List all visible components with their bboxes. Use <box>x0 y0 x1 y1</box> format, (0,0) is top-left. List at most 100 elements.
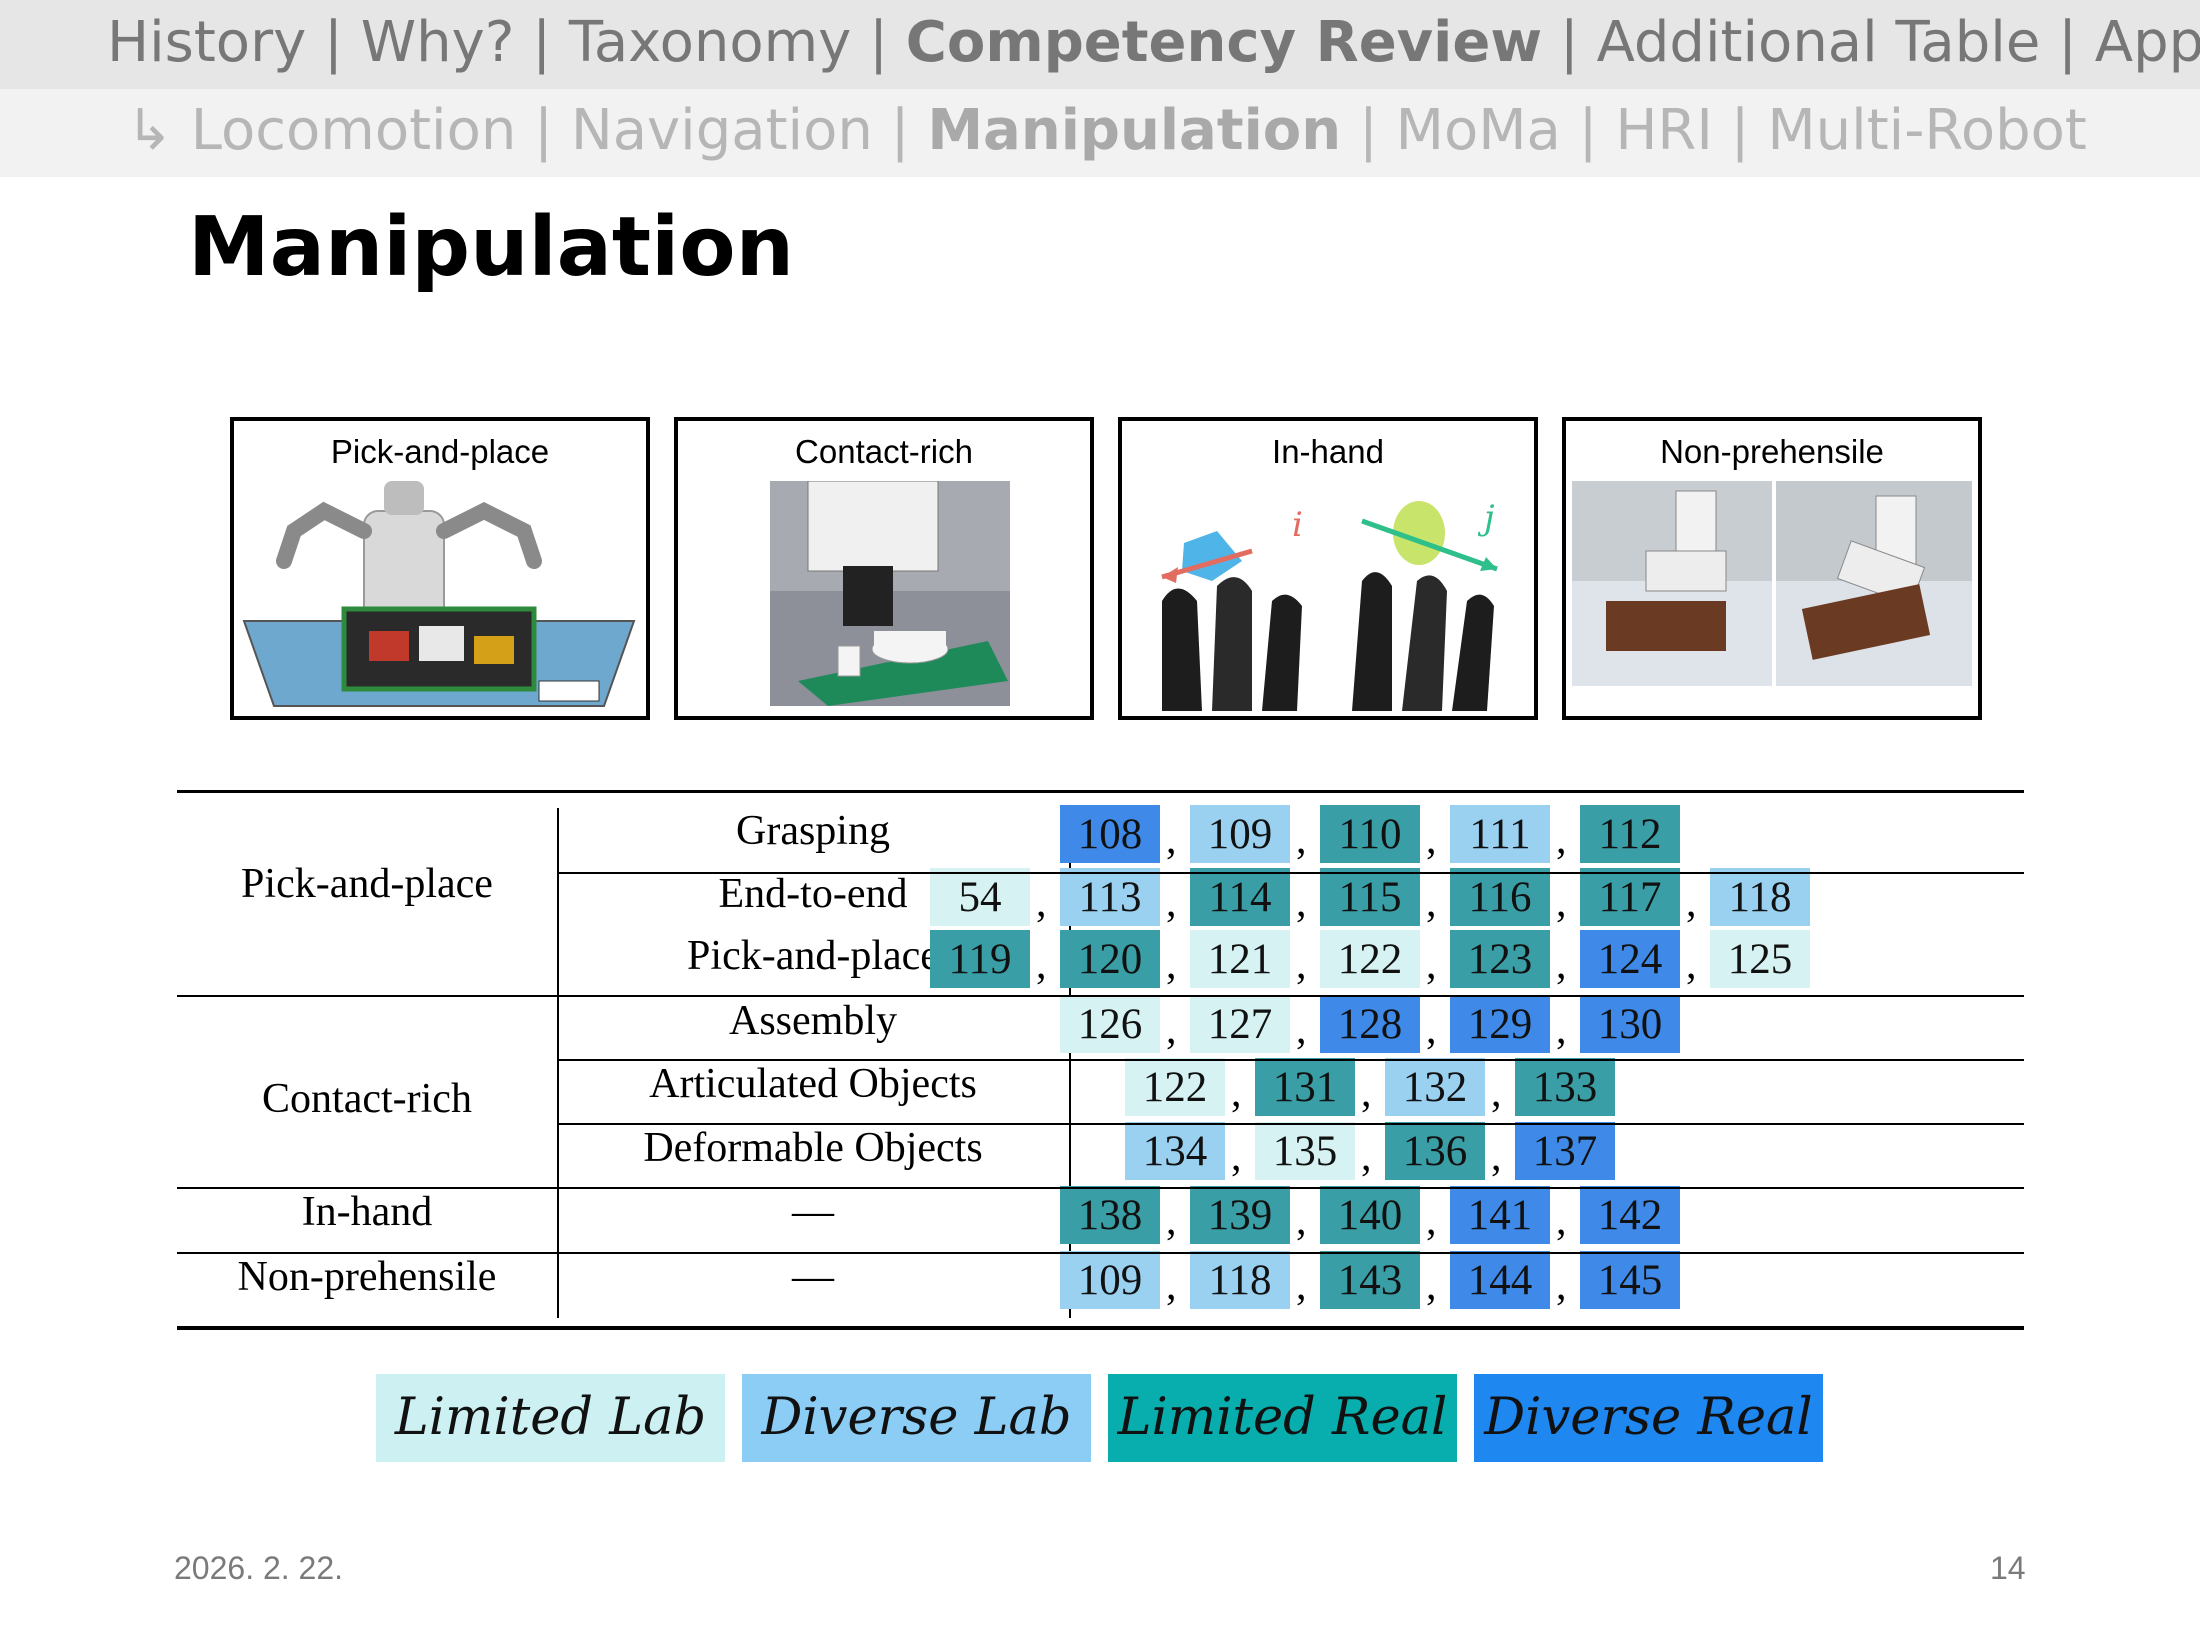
primary-nav-items: History | Why? | Taxonomy | Competency R… <box>107 0 2200 87</box>
reference-separator: , <box>1296 1007 1307 1053</box>
panel-label: In-hand <box>1272 433 1384 470</box>
reference-separator: , <box>1296 1263 1307 1309</box>
table-bottom-rule <box>177 1326 2024 1330</box>
nav-link-taxonomy[interactable]: Taxonomy <box>568 10 852 75</box>
reference-cell: 134 <box>1125 1122 1225 1180</box>
nav-link-locomotion[interactable]: Locomotion <box>190 98 517 163</box>
reference-separator: , <box>1361 1134 1372 1180</box>
table-subcategory: Grasping <box>736 808 890 854</box>
table-row: 122,131,132,133 <box>177 1058 2024 1118</box>
reference-separator: , <box>1556 817 1567 863</box>
reference-separator: , <box>1426 1198 1437 1244</box>
reference-separator: , <box>1556 880 1567 926</box>
table-row: 119,120,121,122,123,124,125 <box>177 930 2024 990</box>
table-hline <box>177 995 2024 997</box>
reference-separator: , <box>1556 1263 1567 1309</box>
table-row: 126,127,128,129,130 <box>177 995 2024 1055</box>
dexterous-hand-illustration: i j <box>1161 498 1498 711</box>
reference-cell: 145 <box>1580 1251 1680 1309</box>
nav-link-why[interactable]: Why? <box>360 10 515 75</box>
reference-cell: 127 <box>1190 995 1290 1053</box>
table-subcategory: Assembly <box>729 998 897 1044</box>
reference-cell: 122 <box>1320 930 1420 988</box>
reference-separator: , <box>1556 1198 1567 1244</box>
reference-separator: , <box>1166 1007 1177 1053</box>
table-category: Pick-and-place <box>241 861 493 907</box>
reference-separator: , <box>1166 880 1177 926</box>
reference-cell: 111 <box>1450 805 1550 863</box>
reference-separator: , <box>1231 1134 1242 1180</box>
table-row: 134,135,136,137 <box>177 1122 2024 1182</box>
panel-label: Non-prehensile <box>1660 433 1884 470</box>
table-category: Non-prehensile <box>237 1254 497 1300</box>
table-category: Contact-rich <box>262 1076 472 1122</box>
nav-link-moma[interactable]: MoMa <box>1395 98 1561 163</box>
nav-separator: | <box>2040 10 2095 75</box>
reference-cell: 128 <box>1320 995 1420 1053</box>
reference-cell: 130 <box>1580 995 1680 1053</box>
reference-cell: 121 <box>1190 930 1290 988</box>
reference-separator: , <box>1686 942 1697 988</box>
reference-cell: 142 <box>1580 1186 1680 1244</box>
panel-contact-rich: Contact-rich <box>674 417 1094 720</box>
nav-separator: | <box>851 10 906 75</box>
table-row: 108,109,110,111,112 <box>177 805 2024 865</box>
reference-separator: , <box>1426 880 1437 926</box>
panel-pick-and-place: Pick-and-place <box>230 417 650 720</box>
nav-separator: | <box>1560 98 1616 163</box>
nav-link-hri[interactable]: HRI <box>1615 98 1713 163</box>
table-subcategory: End-to-end <box>718 871 908 917</box>
reference-cell: 120 <box>1060 930 1160 988</box>
reference-separator: , <box>1036 942 1047 988</box>
reference-separator: , <box>1361 1070 1372 1116</box>
legend-item-limited-lab: Limited Lab <box>376 1374 725 1462</box>
table-vline <box>557 808 559 1318</box>
reference-separator: , <box>1231 1070 1242 1116</box>
page-number: 14 <box>1990 1550 2026 1586</box>
reference-separator: , <box>1166 1263 1177 1309</box>
peg-insertion-illustration <box>770 481 1010 706</box>
reference-separator: , <box>1491 1070 1502 1116</box>
reference-cell: 138 <box>1060 1186 1160 1244</box>
reference-separator: , <box>1296 880 1307 926</box>
reference-separator: , <box>1296 942 1307 988</box>
table-row: 109,118,143,144,145 <box>177 1251 2024 1311</box>
reference-separator: , <box>1491 1134 1502 1180</box>
nav-link-manipulation[interactable]: Manipulation <box>927 98 1342 163</box>
reference-cell: 143 <box>1320 1251 1420 1309</box>
panel-non-prehensile: Non-prehensile <box>1562 417 1982 720</box>
nav-link-multi-robot[interactable]: Multi-Robot <box>1767 98 2087 163</box>
reference-separator: , <box>1426 942 1437 988</box>
footer-date: 2026. 2. 22. <box>174 1550 344 1586</box>
reference-cell: 109 <box>1060 1251 1160 1309</box>
table-subcategory: Articulated Objects <box>649 1061 977 1107</box>
reference-cell: 125 <box>1710 930 1810 988</box>
table-category: In-hand <box>301 1189 433 1235</box>
sub-nav-arrow: ↳ <box>126 98 191 163</box>
secondary-nav-items: ↳ Locomotion | Navigation | Manipulation… <box>126 89 2087 175</box>
reference-separator: , <box>1166 942 1177 988</box>
reference-cell: 144 <box>1450 1251 1550 1309</box>
nav-separator: | <box>1341 98 1396 163</box>
nav-link-additional-table[interactable]: Additional Table <box>1596 10 2041 75</box>
nav-link-competency-review[interactable]: Competency Review <box>905 10 1543 75</box>
reference-cell: 115 <box>1320 868 1420 926</box>
reference-cell: 113 <box>1060 868 1160 926</box>
table-vline <box>1069 808 1071 1318</box>
reference-cell: 136 <box>1385 1122 1485 1180</box>
reference-cell: 54 <box>930 868 1030 926</box>
nav-link-navigation[interactable]: Navigation <box>570 98 873 163</box>
nav-link-history[interactable]: History <box>107 10 307 75</box>
nav-separator: | <box>1712 98 1768 163</box>
nav-link-appendix[interactable]: Appendix <box>2094 10 2200 75</box>
table-hline <box>557 1123 2024 1125</box>
table-row: 138,139,140,141,142 <box>177 1186 2024 1246</box>
reference-separator: , <box>1556 1007 1567 1053</box>
table-subcategory: — <box>792 1189 834 1235</box>
reference-separator: , <box>1036 880 1047 926</box>
pushing-box-illustration <box>1572 481 1972 686</box>
nav-separator: | <box>872 98 928 163</box>
reference-cell: 129 <box>1450 995 1550 1053</box>
reference-cell: 137 <box>1515 1122 1615 1180</box>
reference-cell: 116 <box>1450 868 1550 926</box>
